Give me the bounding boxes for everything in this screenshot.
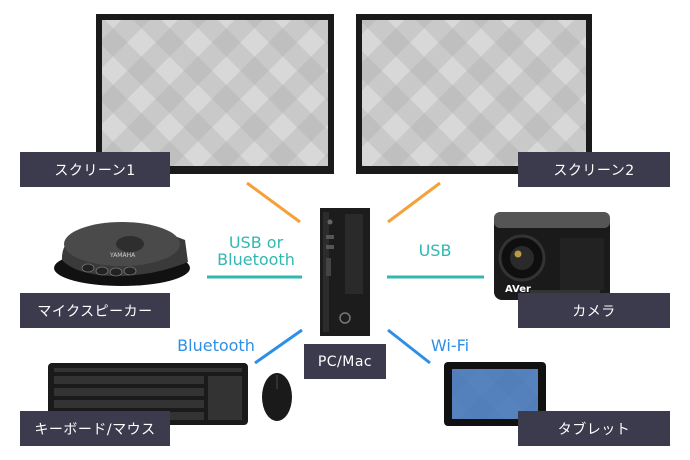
monitor-2 <box>356 14 592 174</box>
camera-device <box>494 212 610 300</box>
conn-usb: USB <box>418 241 452 260</box>
line-tablet <box>387 328 431 365</box>
line-screen1 <box>246 181 301 224</box>
label-screen1: スクリーン1 <box>20 152 170 187</box>
mouse-device <box>262 373 292 421</box>
conn-usb-bt-line1: USB or <box>228 233 284 252</box>
speakerphone <box>54 222 190 286</box>
conn-bluetooth: Bluetooth <box>177 336 255 355</box>
label-pc: PC/Mac <box>304 344 386 379</box>
label-screen2: スクリーン2 <box>518 152 670 187</box>
label-keyboard: キーボード/マウス <box>20 411 170 446</box>
label-tablet: タブレット <box>518 411 670 446</box>
tablet-device <box>444 362 546 426</box>
label-camera: カメラ <box>518 293 670 328</box>
line-screen2 <box>387 181 441 224</box>
label-speaker: マイクスピーカー <box>20 293 170 328</box>
camera-brand-logo: AVer <box>505 284 531 295</box>
conn-usb-bt-line2: Bluetooth <box>217 250 295 269</box>
pc-tower <box>320 208 370 336</box>
speaker-brand-logo: YAMAHA <box>110 252 136 259</box>
line-keyboard <box>254 328 303 365</box>
conn-wifi: Wi-Fi <box>430 336 470 355</box>
monitor-1 <box>96 14 334 174</box>
